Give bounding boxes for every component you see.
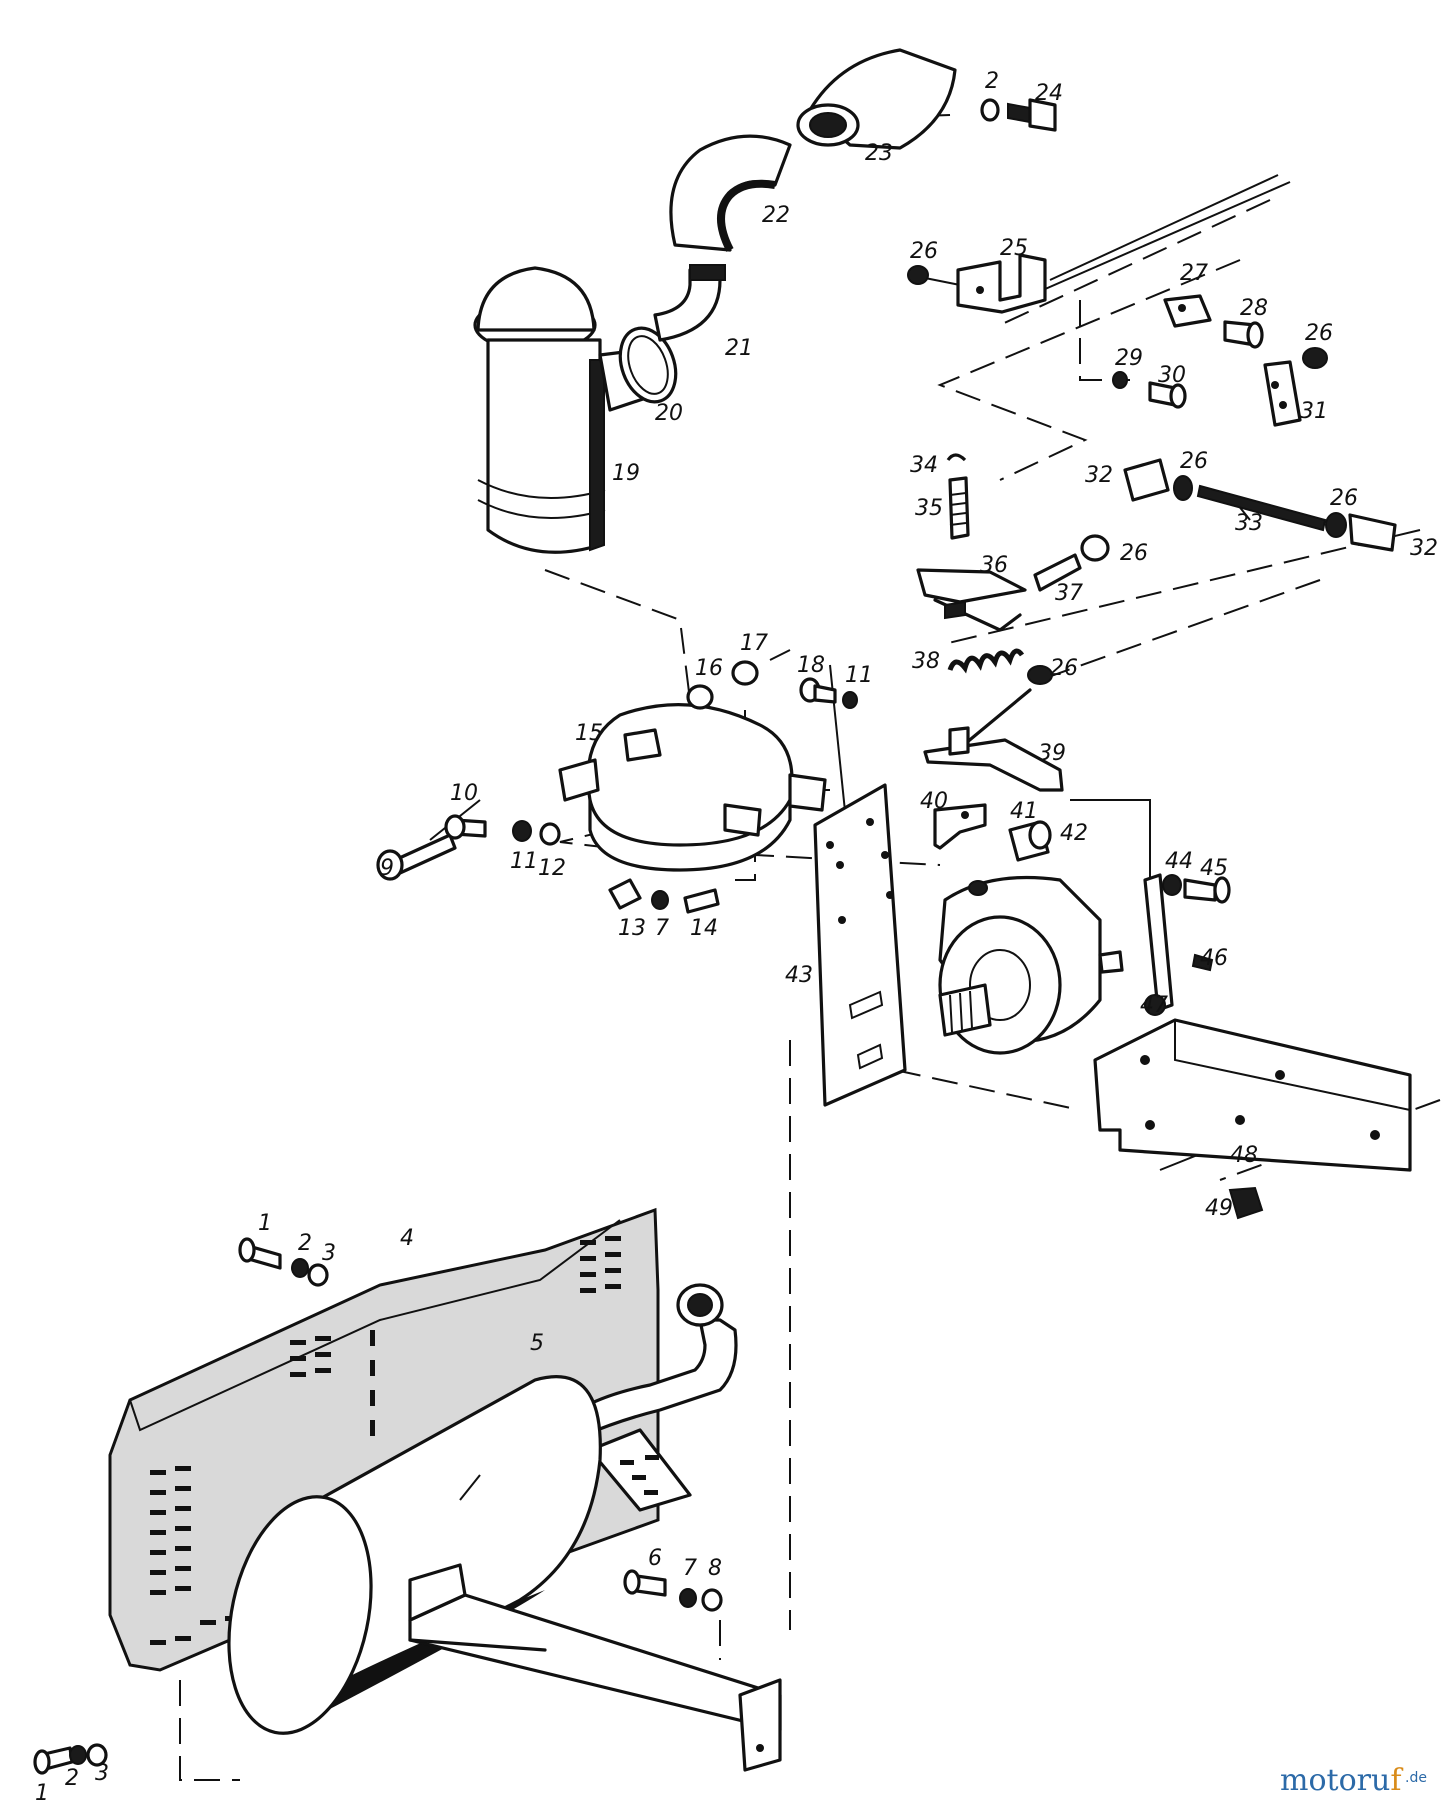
label-11-right: 11 xyxy=(845,663,873,688)
label-10: 10 xyxy=(450,781,478,806)
clamp-band-15 xyxy=(558,703,827,872)
label-29: 29 xyxy=(1115,346,1143,371)
label-31: 31 xyxy=(1300,399,1328,424)
label-47: 47 xyxy=(1140,993,1168,1018)
label-40: 40 xyxy=(920,789,948,814)
label-35: 35 xyxy=(915,496,943,521)
governor-link xyxy=(1143,873,1231,1016)
label-26-e: 26 xyxy=(1120,541,1148,566)
plate-31 xyxy=(1263,347,1328,427)
label-1: 1 xyxy=(258,1211,272,1236)
label-2-top: 2 xyxy=(985,69,999,94)
small-hardware xyxy=(376,660,858,914)
label-26-a: 26 xyxy=(910,239,938,264)
label-11: 11 xyxy=(510,849,538,874)
label-20: 20 xyxy=(655,401,683,426)
spring-38 xyxy=(947,648,1025,674)
label-19: 19 xyxy=(612,461,640,486)
linkage-rod xyxy=(1123,458,1397,552)
bolt-24 xyxy=(980,98,1057,132)
label-38: 38 xyxy=(912,649,940,674)
label-34: 34 xyxy=(910,453,938,478)
label-43: 43 xyxy=(785,963,813,988)
watermark-part-c: u xyxy=(1371,1763,1390,1798)
label-48: 48 xyxy=(1230,1143,1258,1168)
label-13: 13 xyxy=(618,916,646,941)
label-45: 45 xyxy=(1200,856,1228,881)
label-36: 36 xyxy=(980,553,1008,578)
label-28: 28 xyxy=(1240,296,1268,321)
elbow-hose xyxy=(653,264,726,342)
label-24: 24 xyxy=(1035,81,1063,106)
support-bracket xyxy=(408,1563,782,1772)
label-6: 6 xyxy=(648,1546,662,1571)
label-17: 17 xyxy=(740,631,768,656)
part-labels: 1 2 3 1 2 3 4 5 6 7 8 9 10 11 12 13 7 14… xyxy=(35,69,1438,1800)
bracket-40 xyxy=(933,803,987,850)
label-9: 9 xyxy=(380,856,394,881)
label-15: 15 xyxy=(575,721,603,746)
label-30: 30 xyxy=(1158,363,1186,388)
label-7-mid: 7 xyxy=(655,916,669,941)
fasteners xyxy=(33,1237,723,1775)
label-32-a: 32 xyxy=(1085,463,1113,488)
lever-39 xyxy=(923,665,1064,792)
label-26-f: 26 xyxy=(1050,656,1078,681)
label-2-bottom: 2 xyxy=(65,1766,79,1791)
label-27: 27 xyxy=(1180,261,1208,286)
label-26-d: 26 xyxy=(1330,486,1358,511)
label-1-bottom: 1 xyxy=(35,1781,49,1800)
bracket-25 xyxy=(907,253,1047,314)
label-14: 14 xyxy=(690,916,718,941)
label-12: 12 xyxy=(538,856,566,881)
hose-clamp xyxy=(618,326,678,404)
watermark-suffix: .de xyxy=(1405,1770,1427,1786)
label-2: 2 xyxy=(298,1231,312,1256)
watermark-part-b: r xyxy=(1357,1763,1372,1798)
label-21: 21 xyxy=(725,336,753,361)
label-49: 49 xyxy=(1205,1196,1233,1221)
intake-tube xyxy=(796,48,957,150)
label-8: 8 xyxy=(708,1556,722,1581)
watermark-part-a: moto xyxy=(1280,1763,1357,1798)
label-46: 46 xyxy=(1200,946,1228,971)
mounting-plate-43 xyxy=(813,783,907,1107)
label-41: 41 xyxy=(1010,799,1038,824)
motoruf-watermark: motoruf .de xyxy=(1280,1763,1427,1798)
label-22: 22 xyxy=(762,203,790,228)
air-filter xyxy=(473,266,657,554)
lever-36 xyxy=(916,568,1027,632)
label-23: 23 xyxy=(865,141,893,166)
pin-37 xyxy=(1033,534,1110,592)
screw-30 xyxy=(1112,371,1187,409)
label-33: 33 xyxy=(1235,511,1263,536)
air-hose xyxy=(669,134,792,252)
label-3-bottom: 3 xyxy=(95,1761,109,1786)
governor-42 xyxy=(938,875,1124,1055)
label-7: 7 xyxy=(683,1556,697,1581)
label-44: 44 xyxy=(1165,849,1193,874)
clip-27 xyxy=(1163,294,1212,328)
label-32-b: 32 xyxy=(1410,536,1438,561)
label-25: 25 xyxy=(1000,236,1028,261)
bracket-48 xyxy=(1093,1018,1412,1220)
label-26-b: 26 xyxy=(1305,321,1333,346)
label-39: 39 xyxy=(1038,741,1066,766)
label-26-c: 26 xyxy=(1180,449,1208,474)
label-37: 37 xyxy=(1055,581,1083,606)
label-5: 5 xyxy=(530,1331,544,1356)
watermark-part-f: f xyxy=(1390,1763,1403,1798)
pin-35 xyxy=(946,453,970,540)
bushing-41 xyxy=(1008,820,1052,862)
label-3: 3 xyxy=(322,1241,336,1266)
screw-28 xyxy=(1223,320,1264,349)
exhaust-pipe xyxy=(568,1283,738,1512)
label-16: 16 xyxy=(695,656,723,681)
svg-text:motoruf: motoruf xyxy=(1280,1763,1403,1798)
label-42: 42 xyxy=(1060,821,1088,846)
label-4: 4 xyxy=(400,1226,414,1251)
label-18: 18 xyxy=(797,653,825,678)
